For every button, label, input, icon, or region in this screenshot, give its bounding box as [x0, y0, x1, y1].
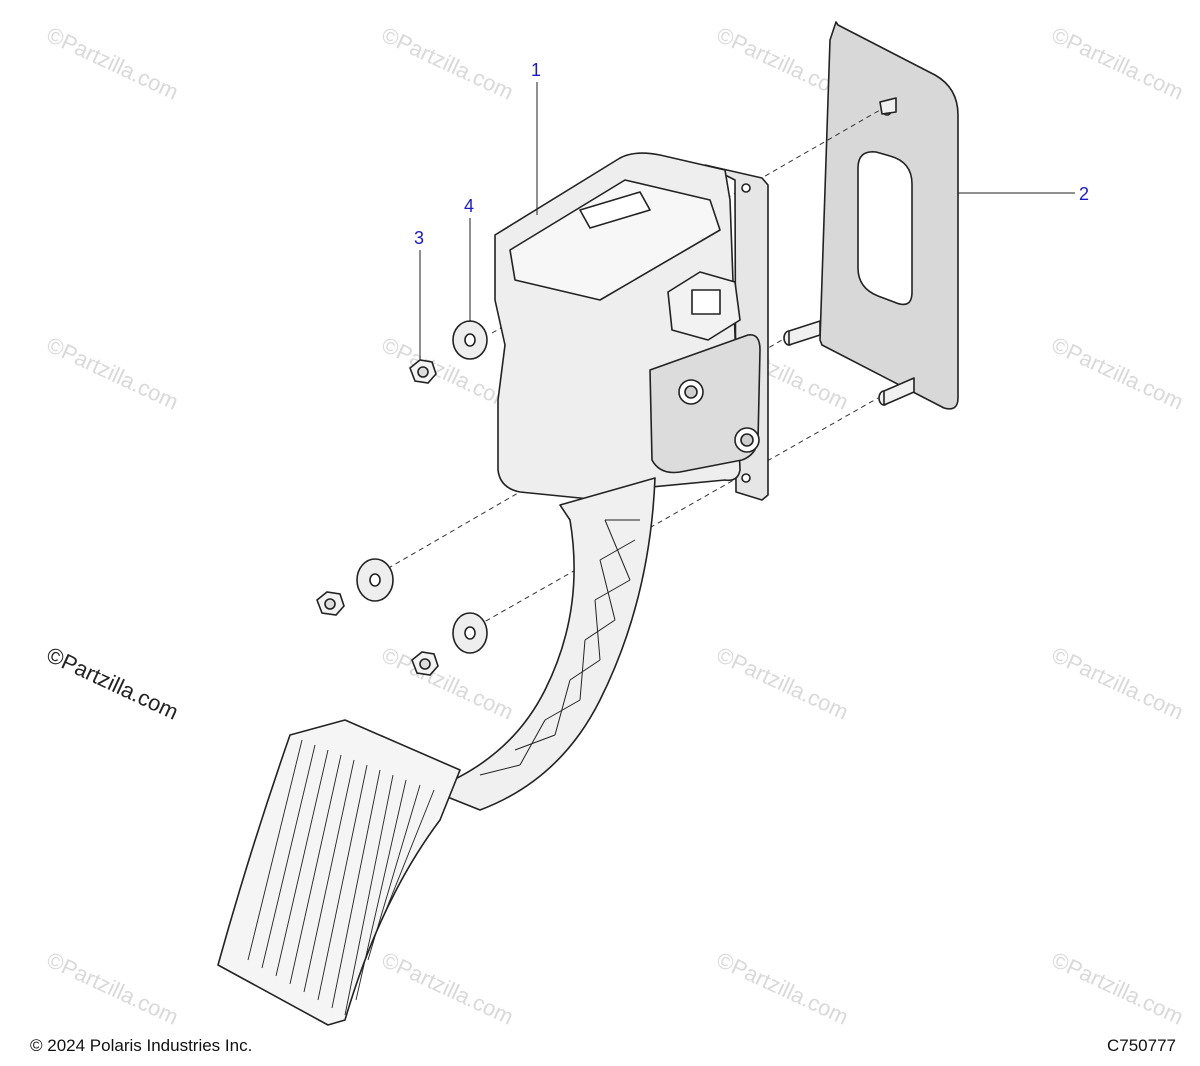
callout-1: 1 — [531, 60, 541, 80]
watermark: ©Partzilla.com — [1048, 642, 1187, 725]
pedal-assembly — [217, 152, 769, 1026]
watermark: ©Partzilla.com — [378, 22, 517, 105]
watermark: ©Partzilla.com — [43, 947, 182, 1030]
copyright-text: © 2024 Polaris Industries Inc. — [30, 1036, 253, 1055]
watermark: ©Partzilla.com — [1048, 22, 1187, 105]
mounting-plate — [783, 21, 959, 410]
washers — [356, 320, 488, 654]
watermark: ©Partzilla.com — [378, 642, 517, 725]
callout-2: 2 — [1079, 184, 1089, 204]
callouts: 1 2 3 4 — [414, 60, 1089, 248]
watermark: ©Partzilla.com — [43, 22, 182, 105]
watermark: ©Partzilla.com — [1048, 947, 1187, 1030]
callout-4: 4 — [464, 196, 474, 216]
watermark: ©Partzilla.com — [43, 332, 182, 415]
nuts — [316, 359, 439, 676]
callout-3: 3 — [414, 228, 424, 248]
diagram-code: C750777 — [1106, 1036, 1176, 1055]
watermark-main: ©Partzilla.com — [43, 642, 182, 725]
watermark: ©Partzilla.com — [378, 332, 517, 415]
watermark: ©Partzilla.com — [378, 947, 517, 1030]
watermark: ©Partzilla.com — [713, 947, 852, 1030]
watermark: ©Partzilla.com — [1048, 332, 1187, 415]
leader-lines — [419, 82, 1075, 360]
watermark: ©Partzilla.com — [713, 642, 852, 725]
